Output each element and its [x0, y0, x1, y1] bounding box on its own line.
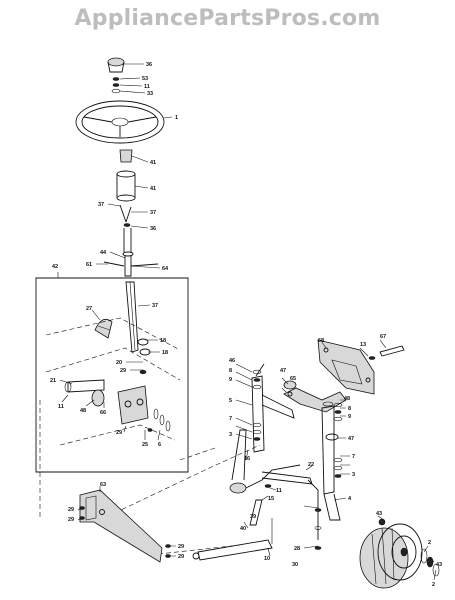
steering-cap	[107, 57, 125, 73]
callout-44: 44	[100, 250, 107, 256]
callout-68: 68	[318, 338, 324, 344]
callout-7: 7	[352, 454, 355, 460]
callout-47: 47	[280, 368, 286, 374]
callout-30: 30	[292, 562, 298, 568]
callout-48: 48	[344, 396, 350, 402]
steering-shaft-lower	[125, 281, 139, 353]
callout-3: 3	[352, 472, 355, 478]
callout-3: 3	[229, 432, 232, 438]
center-pivot-assembly	[229, 429, 301, 526]
callout-43: 43	[376, 511, 382, 517]
steering-bushing	[116, 170, 136, 202]
callout-29: 29	[178, 554, 184, 560]
callout-29: 29	[68, 507, 74, 513]
callout-61: 61	[86, 262, 92, 268]
callout-28: 28	[294, 546, 300, 552]
callout-29: 29	[178, 544, 184, 550]
drag-link	[192, 518, 273, 561]
callout-20: 20	[116, 360, 122, 366]
callout-18: 18	[162, 350, 168, 356]
callout-9: 9	[229, 377, 232, 383]
inset-box	[35, 272, 189, 473]
callout-29: 29	[116, 430, 122, 436]
spindle-left-hardware	[252, 369, 262, 441]
callout-6: 6	[158, 442, 161, 448]
callout-39: 39	[250, 514, 256, 520]
callout-29: 29	[68, 517, 74, 523]
steering-gear-segment	[94, 318, 113, 339]
callout-18: 18	[160, 338, 166, 344]
callout-66: 66	[100, 410, 106, 416]
callout-53: 53	[142, 76, 148, 82]
callout-37: 37	[152, 303, 158, 309]
callout-8: 8	[229, 368, 232, 374]
callout-13: 13	[360, 342, 366, 348]
steering-bracket-inset	[117, 385, 149, 425]
leader-lines	[59, 63, 437, 581]
callout-11: 11	[144, 84, 150, 90]
callout-41: 41	[150, 186, 156, 192]
inset-washers	[147, 408, 171, 432]
upper-right-bracket	[317, 339, 375, 395]
callout-47: 47	[348, 436, 354, 442]
callout-4: 4	[348, 496, 352, 502]
callout-8: 8	[348, 406, 351, 412]
inset-dashed-guides	[45, 317, 181, 446]
axle-bracket-left	[79, 489, 163, 563]
callout-33: 33	[147, 91, 153, 97]
callout-10: 10	[264, 556, 270, 562]
callout-1: 1	[175, 115, 178, 121]
callout-46: 46	[229, 358, 235, 364]
callout-11: 11	[58, 404, 64, 410]
callout-63: 63	[100, 482, 106, 488]
callout-27: 27	[86, 306, 92, 312]
callout-22: 22	[308, 462, 314, 468]
watermark: AppliancePartsPros.com	[74, 6, 381, 31]
callout-21: 21	[50, 378, 56, 384]
callout-41: 41	[150, 160, 156, 166]
callout-48: 48	[80, 408, 86, 414]
steering-pins	[119, 204, 132, 227]
steering-wheel	[75, 100, 165, 144]
callout-25: 25	[142, 442, 148, 448]
callout-36: 36	[146, 62, 152, 68]
callout-42: 42	[52, 264, 58, 270]
callout-37: 37	[98, 202, 104, 208]
callout-65: 65	[290, 376, 296, 382]
tie-rod	[261, 471, 322, 550]
steering-shaft-upper	[103, 228, 159, 277]
upper-right-bolt	[368, 345, 405, 360]
callout-5: 5	[229, 398, 232, 404]
callout-29: 29	[120, 368, 126, 374]
callout-9: 9	[348, 414, 351, 420]
callout-labels: 36 53 11 33 1 41 41 37 37 36 42 44 61 64…	[50, 62, 442, 588]
callout-67: 67	[380, 334, 386, 340]
callout-2: 2	[428, 540, 431, 546]
callout-2: 2	[432, 582, 435, 588]
callout-11: 11	[276, 488, 282, 494]
spindle-right-hardware	[325, 402, 343, 478]
assembly-dashed-lines	[39, 400, 261, 556]
axle-shaft-inset	[64, 379, 105, 407]
callout-40: 40	[240, 526, 246, 532]
hardware-stack-top	[111, 77, 121, 94]
callout-15: 15	[268, 496, 274, 502]
front-wheel	[359, 523, 423, 589]
callout-37: 37	[150, 210, 156, 216]
callout-7: 7	[229, 416, 232, 422]
spindle-right	[321, 401, 341, 521]
steering-pinion	[137, 338, 151, 375]
callout-36: 36	[150, 226, 156, 232]
front-axle-beam	[283, 380, 347, 413]
callout-64: 64	[162, 266, 169, 272]
steering-adapter	[119, 149, 133, 163]
callout-16: 16	[244, 456, 250, 462]
callout-43: 43	[436, 562, 442, 568]
